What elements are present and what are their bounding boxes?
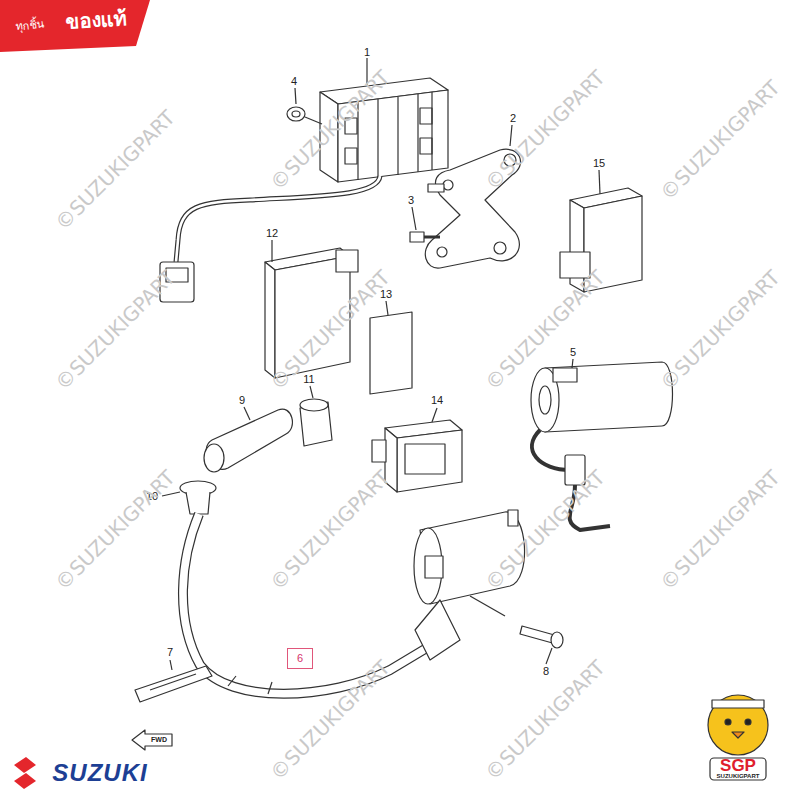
watermark: ©SUZUKIGPART <box>51 106 179 234</box>
clamp <box>135 666 212 702</box>
watermark: ©SUZUKIGPART <box>266 656 394 784</box>
suzuki-emblem <box>14 757 36 789</box>
watermark: ©SUZUKIGPART <box>656 76 784 204</box>
callout-number: 14 <box>431 394 443 406</box>
callout-number: 7 <box>167 646 173 658</box>
callout-number: 1 <box>364 46 370 58</box>
direction-label: FWD <box>151 736 167 744</box>
brand-logo: SUZUKI <box>52 760 147 786</box>
callout-number: 11 <box>303 373 314 385</box>
shop-logo: SGP <box>720 757 756 776</box>
plate <box>370 312 412 394</box>
callout-number: 4 <box>291 75 297 87</box>
callout-number: 15 <box>593 157 605 169</box>
banner-text: ของแท้ <box>64 7 127 33</box>
callout-number: 6 <box>297 652 303 664</box>
watermark: ©SUZUKIGPART <box>266 466 394 594</box>
watermark: ©SUZUKIGPART <box>656 466 784 594</box>
fwd-arrow <box>132 730 172 750</box>
shop-name: SUZUKIGPART <box>717 773 760 780</box>
callout-number: 2 <box>510 112 516 124</box>
bolt <box>410 232 424 242</box>
callout-number: 3 <box>408 194 414 206</box>
highlight-callout: 6 <box>287 648 313 669</box>
watermark: ©SUZUKIGPART <box>51 466 179 594</box>
callout-number: 12 <box>266 227 278 239</box>
condenser <box>545 362 673 432</box>
watermark: ©SUZUKIGPART <box>51 266 179 394</box>
callout-number: 8 <box>543 665 549 677</box>
watermark: ©SUZUKIGPART <box>656 266 784 394</box>
watermark: ©SUZUKIGPART <box>481 66 609 194</box>
callout-number: 5 <box>570 346 576 358</box>
banner <box>0 0 150 52</box>
nut <box>287 107 305 121</box>
callout-number: 9 <box>239 394 245 406</box>
mascot <box>708 695 768 755</box>
